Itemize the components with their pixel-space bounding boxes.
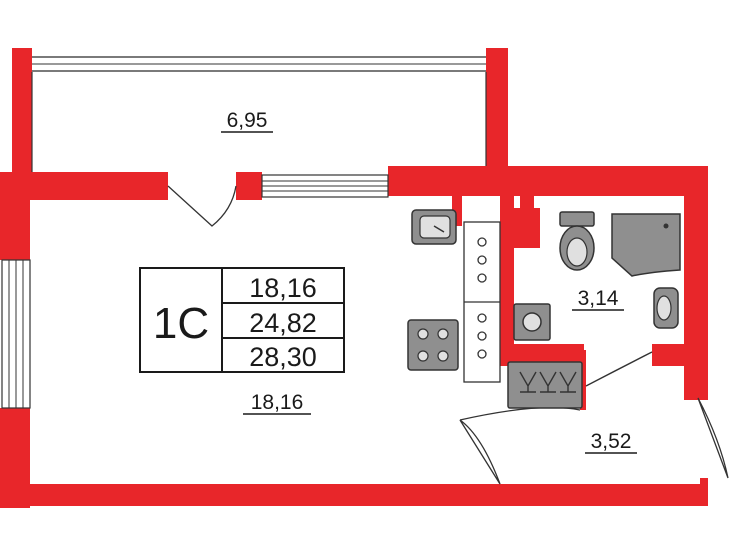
side-door bbox=[697, 397, 729, 479]
hallway-door bbox=[585, 351, 653, 387]
toilet bbox=[559, 211, 595, 271]
window-left bbox=[1, 259, 31, 409]
shower-tray bbox=[611, 213, 681, 277]
area-badge: 1С 18,16 24,82 28,30 bbox=[139, 267, 345, 373]
room-label-main: 18,16 bbox=[243, 391, 311, 415]
room-label-hallway: 3,52 bbox=[585, 430, 637, 454]
window-balcony bbox=[261, 174, 389, 198]
main-room-area: 18,16 bbox=[251, 391, 304, 414]
total-area-value: 24,82 bbox=[249, 308, 317, 338]
walls bbox=[0, 166, 708, 508]
washing-machine bbox=[513, 303, 551, 341]
hallway-area: 3,52 bbox=[591, 430, 632, 453]
kitchen-counter bbox=[463, 221, 501, 383]
apartment-type-label: 1С bbox=[153, 299, 209, 348]
washbasin bbox=[653, 287, 679, 329]
kitchen-sink bbox=[411, 209, 457, 245]
balcony bbox=[12, 48, 508, 188]
room-label-bathroom: 3,14 bbox=[572, 287, 624, 311]
stove bbox=[407, 319, 459, 371]
balcony-door bbox=[167, 185, 237, 227]
entrance-door bbox=[459, 406, 581, 485]
wardrobe bbox=[507, 361, 583, 409]
bathroom-area: 3,14 bbox=[578, 287, 619, 310]
room-label-balcony: 6,95 bbox=[221, 109, 273, 133]
living-area-value: 18,16 bbox=[249, 273, 317, 303]
total-area-with-balcony-value: 28,30 bbox=[249, 342, 317, 372]
balcony-area: 6,95 bbox=[227, 109, 268, 132]
